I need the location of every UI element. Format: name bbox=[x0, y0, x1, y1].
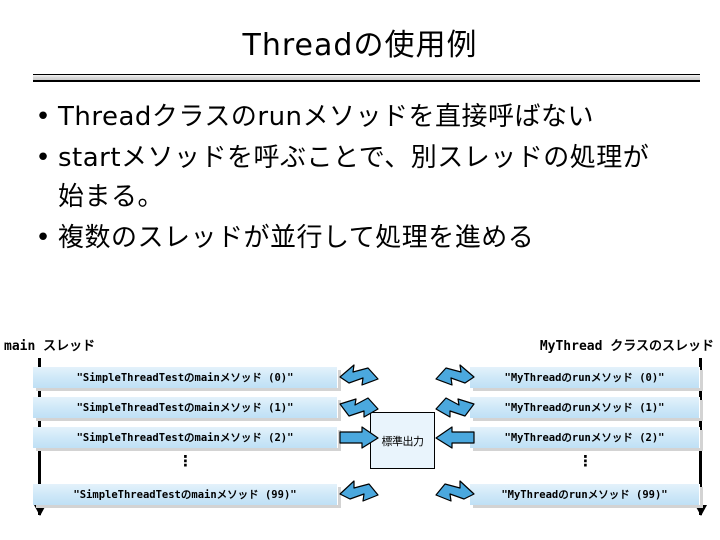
lifeline-main-arrowhead bbox=[33, 505, 46, 516]
message-box-main-1: "SimpleThreadTestのmainメソッド (1)" bbox=[33, 397, 338, 418]
bullet-text: startメソッドを呼ぶことで、別スレッドの処理が始まる。 bbox=[58, 143, 650, 212]
bullet-list: • Threadクラスのrunメソッドを直接呼ばない • startメソッドを呼… bbox=[28, 98, 692, 260]
bullet-text: 複数のスレッドが並行して処理を進める bbox=[58, 223, 535, 253]
bullet-marker-icon: • bbox=[35, 223, 51, 253]
message-box-mythread-99: "MyThreadのrunメソッド (99)" bbox=[470, 484, 700, 505]
arrow-main-99-icon bbox=[338, 478, 380, 504]
lifeline-mythread bbox=[699, 358, 702, 515]
arrow-mythread-0-icon bbox=[434, 363, 476, 389]
bullet-marker-icon: • bbox=[35, 102, 51, 132]
page-title: Threadの使用例 bbox=[242, 28, 478, 63]
arrow-mythread-2-icon bbox=[434, 425, 476, 451]
stdout-box: 標準出力 bbox=[370, 412, 435, 469]
ellipsis-main: ⋮ bbox=[178, 452, 193, 470]
arrow-mythread-1-icon bbox=[434, 395, 476, 421]
diagram-header-main-thread: main スレッド bbox=[4, 339, 96, 354]
message-box-mythread-2: "MyThreadのrunメソッド (2)" bbox=[470, 427, 700, 448]
bullet-text: Threadクラスのrunメソッドを直接呼ばない bbox=[58, 102, 595, 132]
list-item: • 複数のスレッドが並行して処理を進める bbox=[28, 219, 692, 258]
thread-sequence-diagram: main スレッド MyThread クラスのスレッド "SimpleThrea… bbox=[0, 325, 720, 540]
diagram-header-mythread: MyThread クラスのスレッド bbox=[539, 339, 714, 354]
message-box-main-2: "SimpleThreadTestのmainメソッド (2)" bbox=[33, 427, 338, 448]
message-box-main-99: "SimpleThreadTestのmainメソッド (99)" bbox=[33, 484, 338, 505]
list-item: • Threadクラスのrunメソッドを直接呼ばない bbox=[28, 98, 692, 137]
bullet-marker-icon: • bbox=[35, 143, 51, 173]
title-divider bbox=[33, 74, 700, 82]
ellipsis-mythread: ⋮ bbox=[578, 452, 593, 470]
arrow-main-0-icon bbox=[338, 363, 380, 389]
list-item: • startメソッドを呼ぶことで、別スレッドの処理が始まる。 bbox=[28, 139, 692, 217]
message-box-mythread-0: "MyThreadのrunメソッド (0)" bbox=[470, 367, 700, 388]
arrow-main-2-icon bbox=[338, 425, 380, 451]
stdout-label: 標準出力 bbox=[381, 434, 425, 448]
arrow-mythread-99-icon bbox=[434, 478, 476, 504]
lifeline-mythread-arrowhead bbox=[694, 505, 707, 516]
message-box-mythread-1: "MyThreadのrunメソッド (1)" bbox=[470, 397, 700, 418]
arrow-main-1-icon bbox=[338, 395, 380, 421]
message-box-main-0: "SimpleThreadTestのmainメソッド (0)" bbox=[33, 367, 338, 388]
